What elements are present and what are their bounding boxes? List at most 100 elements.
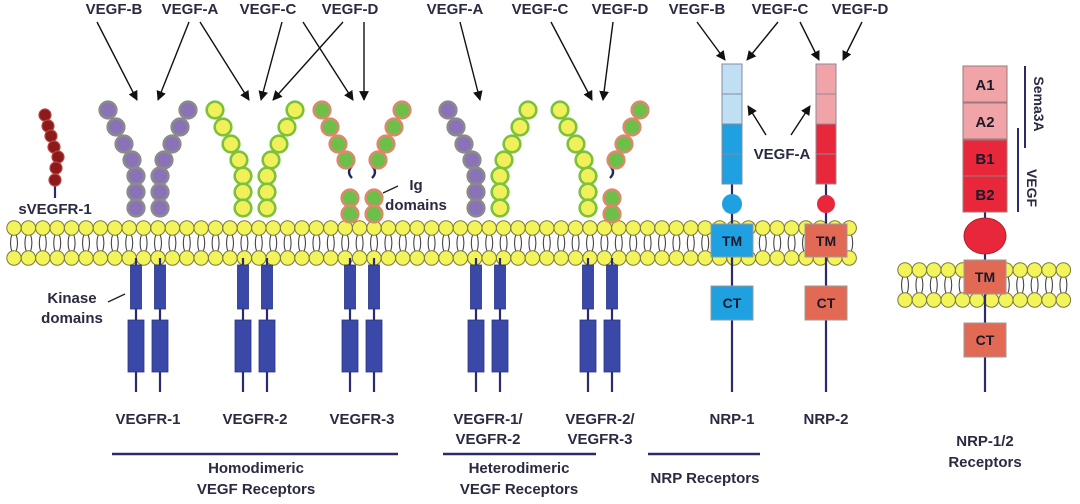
lipid-head (20, 220, 37, 236)
ig-domain (328, 134, 348, 154)
lipid-head (395, 250, 411, 266)
lipid-tail (542, 233, 551, 253)
lipid-head (697, 220, 713, 236)
lipid-head (279, 250, 296, 266)
ligand-label-vegf-c: VEGF-C (752, 1, 809, 18)
receptor-label: NRP-1 (709, 411, 754, 428)
ligand-label-vegf-b: VEGF-B (86, 1, 143, 18)
receptor-label: VEGFR-1 (115, 411, 180, 428)
ligand-arrow (790, 105, 811, 136)
group-label: Heterodimeric (469, 460, 570, 477)
lipid-head (351, 250, 368, 266)
b2-domain (815, 153, 837, 185)
lipid-head (510, 220, 526, 236)
a1-domain (962, 65, 1008, 103)
lipid-head (63, 250, 80, 266)
receptor-4-left-chain (438, 100, 486, 218)
lipid-head (611, 250, 627, 266)
lipid-head (107, 220, 123, 236)
lipid-head (940, 292, 956, 308)
lipid-head (49, 250, 65, 266)
vegf-a-annotation: VEGF-A (754, 146, 811, 163)
ig-domain (312, 100, 332, 120)
lipid-tail (758, 233, 767, 253)
lipid-tail (168, 233, 177, 253)
ligand-label-vegf-c: VEGF-C (240, 1, 297, 18)
lipid-head (135, 250, 152, 266)
receptor-4-right-kinase (491, 258, 509, 392)
ligand-arrow (199, 21, 250, 101)
receptor-label: Receptors (948, 454, 1021, 471)
b1-domain (962, 139, 1008, 177)
ig-domain (126, 182, 146, 202)
kinase-domain-upper (368, 264, 380, 310)
ig-domain (490, 198, 510, 218)
lipid-tail (915, 275, 924, 295)
ig-domain (154, 150, 174, 170)
receptor-3-left-chain (312, 100, 360, 224)
ig-domain (285, 100, 305, 120)
ligand-arrow (842, 21, 863, 61)
lipid-tail (614, 233, 623, 253)
ligand-arrow (696, 21, 726, 61)
lipid-tail (701, 233, 710, 253)
kinase-domains-label: Kinase (47, 290, 96, 307)
ct-label: CT (817, 295, 836, 311)
receptor-2-left-kinase (234, 258, 252, 392)
ig-domain (578, 198, 598, 218)
c-domain (817, 195, 835, 213)
ig-domain (510, 117, 530, 137)
ig-domain (490, 182, 510, 202)
ig-domain (114, 134, 134, 154)
ig-domain (466, 166, 486, 186)
lipid-head (380, 250, 397, 266)
lipid-head (236, 220, 253, 236)
lipid-tail (67, 233, 76, 253)
lipid-head (92, 250, 109, 266)
cell-membranes (6, 220, 1072, 308)
lipid-tail (513, 233, 523, 253)
ligand-arrow (747, 105, 767, 136)
vegf-label: VEGF (1024, 169, 1040, 208)
lipid-tail (672, 233, 681, 253)
ig-domain (233, 198, 253, 218)
lipid-tail (197, 233, 206, 253)
ct-box (804, 285, 848, 321)
lipid-tail (254, 233, 263, 253)
ig-domain (622, 117, 642, 137)
lipid-head (438, 250, 454, 266)
ig-domain (106, 117, 126, 137)
kinase-domain-upper (344, 264, 356, 310)
a2-domain (815, 93, 837, 125)
ig-domain (630, 100, 650, 120)
receptor-3-left-kinase (341, 258, 359, 392)
ig-domain (205, 100, 225, 120)
lipid-head (1012, 262, 1028, 278)
lipid-head (683, 220, 699, 236)
lipid-tail (1059, 275, 1068, 295)
ligand-arrow (302, 21, 354, 101)
lipid-head (1055, 262, 1072, 278)
ig-domain (336, 150, 356, 170)
kinase-domain-upper (130, 264, 142, 310)
lipid-head (582, 250, 598, 266)
ig-domain (98, 100, 118, 120)
lipid-head (380, 220, 397, 236)
lipid-head (755, 220, 771, 236)
lipid-head (63, 220, 80, 236)
lipid-tail (297, 233, 307, 253)
lipid-tail (269, 233, 278, 253)
receptor-5-left-kinase (579, 258, 597, 392)
ig-domain (257, 166, 277, 186)
kinase-domain-lower (234, 319, 252, 373)
ig-domain (574, 150, 594, 170)
lipid-head (481, 250, 497, 266)
ig-domain (229, 150, 249, 170)
lipid-tail (629, 233, 638, 253)
lipid-head (1055, 292, 1072, 308)
ligand-arrow (550, 21, 593, 101)
receptor-label: VEGFR-2/ (565, 411, 635, 428)
lipid-tail (773, 233, 782, 253)
lipid-head (582, 220, 598, 236)
